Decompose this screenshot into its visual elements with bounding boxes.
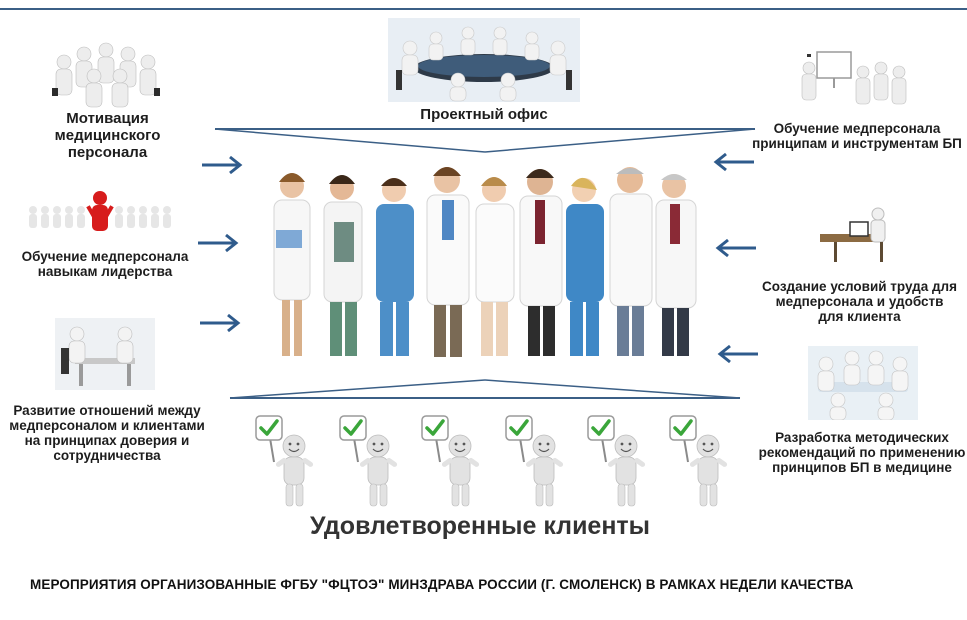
top-rule	[0, 8, 967, 10]
right-arrow-2	[715, 238, 756, 258]
right-item-2-label: Создание условий труда для медперсонала …	[762, 279, 957, 325]
medical-staff-group-image	[262, 160, 708, 360]
footer-caption: МЕРОПРИЯТИЯ ОРГАНИЗОВАННЫЕ ФГБУ "ФЦТОЭ" …	[30, 577, 854, 592]
bottom-funnel-lines	[229, 379, 741, 399]
training-illustration	[797, 48, 909, 110]
left-item-1-label: Мотивация медицинского персонала	[54, 110, 161, 161]
project-office-label: Проектный офис	[420, 106, 548, 123]
right-item-3-label: Разработка методических рекомендаций по …	[758, 430, 966, 476]
right-arrow-1	[713, 152, 754, 172]
left-item-3-label: Развитие отношений между медперсоналом и…	[9, 403, 205, 464]
left-arrow-3	[200, 313, 241, 333]
left-arrow-2	[198, 233, 239, 253]
satisfied-client-figure	[505, 415, 564, 507]
left-item-2-label: Обучение медперсонала навыкам лидерства	[21, 249, 189, 280]
right-item-1-label: Обучение медперсонала принципам и инстру…	[752, 121, 962, 152]
motivation-illustration	[50, 40, 162, 108]
satisfied-client-figure	[669, 415, 728, 507]
top-funnel-lines	[214, 128, 756, 153]
methodology-illustration	[808, 346, 918, 420]
left-arrow-1	[202, 155, 243, 175]
satisfied-clients-row	[250, 412, 740, 510]
relations-illustration	[55, 318, 155, 390]
conditions-illustration	[820, 204, 898, 266]
satisfied-client-figure	[587, 415, 646, 507]
satisfied-client-figure	[255, 415, 314, 507]
leadership-illustration	[25, 188, 175, 240]
project-office-illustration	[388, 18, 580, 102]
right-arrow-3	[717, 344, 758, 364]
satisfied-client-figure	[421, 415, 480, 507]
satisfied-clients-title: Удовлетворенные клиенты	[309, 512, 651, 540]
satisfied-client-figure	[339, 415, 398, 507]
